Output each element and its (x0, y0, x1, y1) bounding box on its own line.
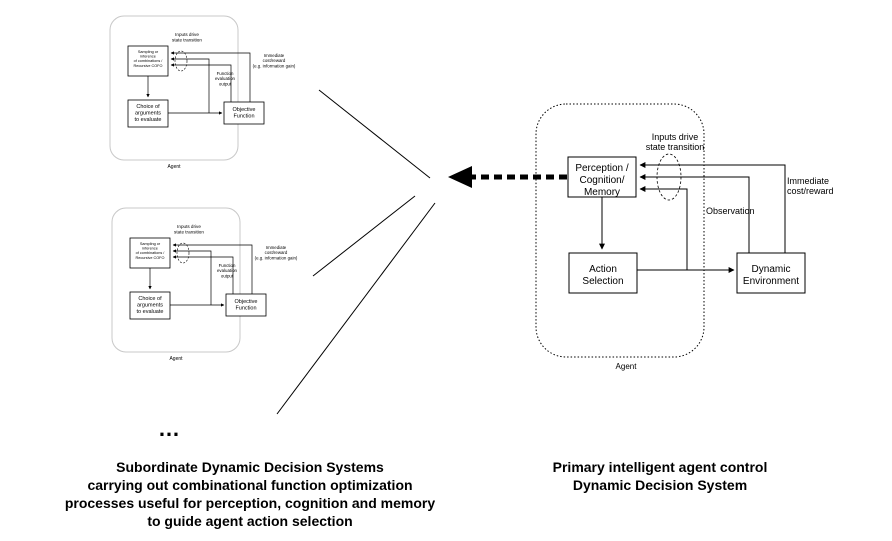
observation-label: Observation (706, 206, 755, 216)
connector-line-1 (318, 89, 431, 179)
action-feedback-arrow (639, 186, 688, 270)
caption-primary-line: Primary intelligent agent control (552, 459, 768, 475)
ellipsis-more: … (158, 416, 181, 441)
sub-agent-label-bottom: Agent (169, 356, 183, 362)
sub-agent-label-top: Agent (167, 164, 181, 170)
connector-line-3 (276, 202, 436, 415)
dotted-arrow-head (448, 166, 472, 188)
connector-line-2 (312, 195, 416, 277)
reward-arrow (639, 162, 786, 253)
perception-box-label: Perception /Cognition/Memory (575, 163, 629, 198)
caption-primary: Primary intelligent agent control Dynami… (500, 458, 820, 494)
primary-agent-label: Agent (616, 362, 638, 371)
caption-subordinate: Subordinate Dynamic Decision Systems car… (20, 458, 480, 530)
caption-subordinate-line: Subordinate Dynamic Decision Systems (116, 459, 384, 475)
caption-subordinate-line: processes useful for perception, cogniti… (64, 495, 436, 511)
observation-arrow (639, 174, 750, 253)
environment-box (736, 252, 806, 294)
action-selection-box (568, 252, 638, 294)
primary-agent-boundary (535, 103, 705, 358)
perception-box (567, 156, 637, 198)
caption-primary-line: Dynamic Decision System (572, 477, 748, 493)
caption-subordinate-line: to guide agent action selection (147, 513, 353, 529)
caption-subordinate-line: carrying out combinational function opti… (87, 477, 413, 493)
